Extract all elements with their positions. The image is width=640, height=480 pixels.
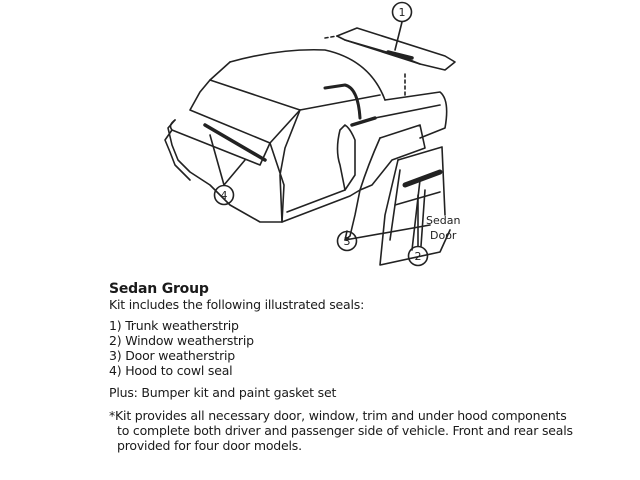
- svg-text:1: 1: [399, 6, 406, 19]
- callout-4: 4: [213, 184, 235, 206]
- kit-intro: Kit includes the following illustrated s…: [109, 297, 365, 312]
- kit-plus: Plus: Bumper kit and paint gasket set: [109, 385, 337, 400]
- door-label-line1: Sedan: [426, 214, 460, 227]
- kit-item: 3) Door weatherstrip: [109, 348, 236, 363]
- svg-text:2: 2: [415, 250, 422, 263]
- kit-item: 2) Window weatherstrip: [109, 333, 254, 348]
- svg-text:3: 3: [344, 235, 351, 248]
- callout-3: 3: [336, 230, 358, 252]
- kit-item: 1) Trunk weatherstrip: [109, 318, 239, 333]
- kit-title: Sedan Group: [109, 281, 209, 297]
- svg-text:4: 4: [221, 189, 228, 202]
- callout-1: 1: [391, 1, 413, 23]
- callout-2: 2: [407, 245, 429, 267]
- car-body: [229, 48, 386, 101]
- kit-note-line: provided for four door models.: [117, 438, 302, 453]
- door-panel: [344, 124, 431, 241]
- kit-note-line: *Kit provides all necessary door, window…: [109, 408, 567, 423]
- kit-note-line: to complete both driver and passenger si…: [117, 423, 573, 438]
- door-label-line2: Door: [430, 229, 457, 242]
- sedan-seal-diagram: 1 2 3 4 Sedan Door: [164, 1, 460, 267]
- kit-item: 4) Hood to cowl seal: [109, 363, 233, 378]
